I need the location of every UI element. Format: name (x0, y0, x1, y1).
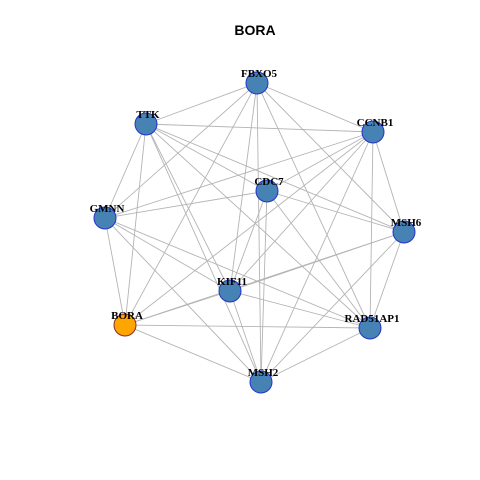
edge-ttk-msh2 (145, 123, 262, 383)
edge-cdc7-rad51ap1 (266, 190, 371, 329)
node-cdc7 (255, 179, 279, 203)
edge-ccnb1-bora (124, 131, 374, 326)
node-bora (113, 313, 137, 337)
edge-ttk-kif11 (145, 123, 231, 292)
edge-fbxo5-ccnb1 (256, 82, 374, 133)
edge-cdc7-gmnn (104, 190, 268, 219)
edge-fbxo5-ttk (145, 82, 258, 125)
edge-fbxo5-gmnn (104, 82, 258, 219)
edge-ccnb1-kif11 (229, 131, 374, 292)
edge-kif11-rad51ap1 (229, 290, 371, 329)
edge-ttk-msh6 (145, 123, 405, 233)
edge-ccnb1-msh6 (372, 131, 405, 233)
node-gmnn (93, 206, 117, 230)
edge-ttk-ccnb1 (145, 123, 374, 133)
node-label-ccnb1: CCNB1 (357, 117, 394, 129)
edge-cdc7-ccnb1 (266, 131, 374, 192)
node-label-msh2: MSH2 (248, 367, 279, 379)
node-label-msh6: MSH6 (391, 217, 422, 229)
edge-gmnn-kif11 (104, 217, 231, 292)
edge-ccnb1-rad51ap1 (369, 131, 374, 329)
node-kif11 (218, 279, 242, 303)
edge-gmnn-msh2 (104, 217, 262, 383)
graph-title: BORA (234, 22, 275, 38)
edge-fbxo5-rad51ap1 (256, 82, 371, 329)
edge-msh6-rad51ap1 (369, 231, 405, 329)
node-label-ttk: TTK (136, 109, 160, 121)
edge-rad51ap1-msh2 (260, 327, 371, 383)
edge-ttk-gmnn (104, 123, 147, 219)
edge-fbxo5-msh6 (256, 82, 405, 233)
node-label-fbxo5: FBXO5 (241, 68, 278, 80)
node-msh6 (392, 220, 416, 244)
node-label-rad51ap1: RAD51AP1 (345, 313, 400, 325)
node-label-bora: BORA (111, 310, 143, 322)
edge-layer (104, 82, 405, 383)
node-rad51ap1 (358, 316, 382, 340)
edge-fbxo5-kif11 (229, 82, 258, 292)
node-ttk (134, 112, 158, 136)
edge-ttk-rad51ap1 (145, 123, 371, 329)
edge-fbxo5-msh2 (256, 82, 262, 383)
edge-cdc7-msh6 (266, 190, 405, 233)
edge-bora-msh2 (124, 324, 262, 383)
edge-cdc7-msh2 (260, 190, 268, 383)
edge-kif11-msh2 (229, 290, 262, 383)
edge-msh6-msh2 (260, 231, 405, 383)
node-label-gmnn: GMNN (90, 203, 125, 215)
node-fbxo5 (245, 71, 269, 95)
node-msh2 (249, 370, 273, 394)
edge-ttk-bora (124, 123, 147, 326)
edge-gmnn-rad51ap1 (104, 217, 371, 329)
node-label-kif11: KIF11 (217, 276, 247, 288)
edge-kif11-bora (124, 290, 231, 326)
edge-cdc7-kif11 (229, 190, 268, 292)
edge-cdc7-ttk (145, 123, 268, 192)
node-ccnb1 (361, 120, 385, 144)
edge-bora-rad51ap1 (124, 324, 371, 329)
node-layer (93, 71, 416, 394)
node-label-cdc7: CDC7 (254, 176, 284, 188)
edge-gmnn-bora (104, 217, 126, 326)
